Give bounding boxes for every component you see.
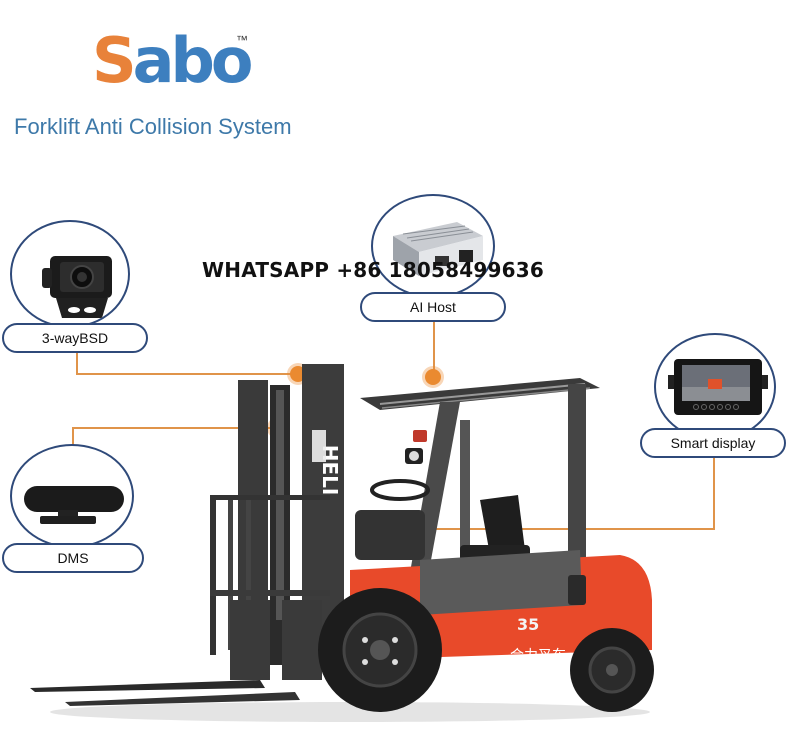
smart-display-bubble: [654, 333, 776, 441]
ai-host-label-text: AI Host: [410, 299, 456, 315]
monitor-icon: [668, 359, 768, 415]
forklift-illustration: HELI 35 合力叉车: [30, 364, 654, 722]
bsd-label: 3-wayBSD: [2, 323, 148, 353]
ai-host-bubble: [371, 194, 495, 298]
brand-logo: Sabo ™ Forklift Anti Collision System: [0, 0, 360, 150]
ai-host-box-icon: [393, 222, 483, 276]
connector-bsd-horizontal: [76, 373, 298, 375]
model-number: 35: [517, 615, 539, 634]
bsd-camera-bubble: [10, 220, 130, 328]
ai-host-label: AI Host: [360, 292, 506, 322]
mount-point-ai-host: [425, 369, 441, 385]
connector-dms-horizontal: [72, 427, 280, 429]
logo-letters-rest: abo: [132, 24, 254, 97]
connector-display-horizontal: [388, 528, 715, 530]
whatsapp-contact: WHATSAPP +86 18058499636: [202, 258, 544, 282]
dms-camera-icon: [24, 486, 124, 524]
chinese-brand-text: 合力叉车: [510, 647, 566, 664]
dms-bubble: [10, 444, 134, 548]
tagline: Forklift Anti Collision System: [14, 114, 292, 139]
trademark-symbol: ™: [236, 33, 248, 47]
connector-bsd-vertical: [76, 352, 78, 374]
connector-dms-vertical: [72, 427, 74, 447]
smart-display-label-text: Smart display: [670, 435, 756, 451]
bsd-label-text: 3-wayBSD: [41, 330, 109, 346]
connector-ai-host-vertical: [433, 322, 435, 376]
dms-label: DMS: [2, 543, 144, 573]
logo-wordmark: Sabo: [92, 30, 253, 92]
logo-letter-s: S: [92, 24, 137, 97]
dms-label-text: DMS: [57, 550, 89, 566]
smart-display-label: Smart display: [640, 428, 786, 458]
connector-display-vertical: [713, 457, 715, 529]
camera-icon: [42, 256, 112, 318]
